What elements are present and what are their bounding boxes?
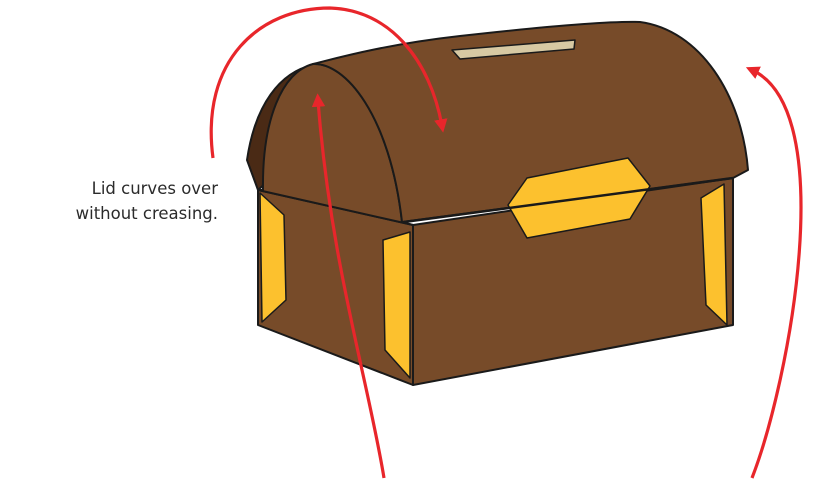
arrow-lid-right-edge [745, 66, 803, 479]
coin-slot [451, 39, 576, 60]
lid-seam [403, 176, 734, 224]
brass-plate-right [700, 183, 728, 326]
brass-plate-front-left [382, 231, 411, 379]
arrow-lid-top-left-curve [209, 6, 448, 159]
caption-text: Lid curves over without creasing. [75, 179, 218, 223]
brass-plate-left-side [259, 192, 287, 323]
arrow-lid-left-edge [311, 93, 386, 479]
